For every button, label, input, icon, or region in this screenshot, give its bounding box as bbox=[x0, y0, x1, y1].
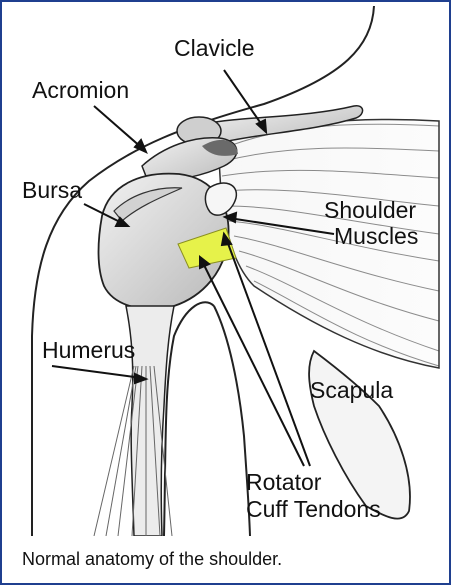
label-rotator-line1: Rotator bbox=[246, 469, 322, 495]
label-acromion: Acromion bbox=[32, 77, 129, 103]
shoulder-anatomy-svg: Clavicle Acromion Bursa Shoulder Muscles… bbox=[14, 6, 449, 536]
label-clavicle: Clavicle bbox=[174, 35, 255, 61]
torso-outline bbox=[214, 306, 250, 536]
arm-inner-outline bbox=[164, 302, 214, 536]
figure-caption: Normal anatomy of the shoulder. bbox=[22, 549, 282, 570]
label-rotator-line2: Cuff Tendons bbox=[246, 496, 381, 522]
shoulder-anatomy-illustration: Clavicle Acromion Bursa Shoulder Muscles… bbox=[14, 6, 449, 536]
label-scapula: Scapula bbox=[310, 377, 393, 403]
label-humerus: Humerus bbox=[42, 337, 135, 363]
label-shoulder-muscles-line2: Muscles bbox=[334, 223, 418, 249]
label-shoulder-muscles-line1: Shoulder bbox=[324, 197, 416, 223]
label-bursa: Bursa bbox=[22, 177, 82, 203]
